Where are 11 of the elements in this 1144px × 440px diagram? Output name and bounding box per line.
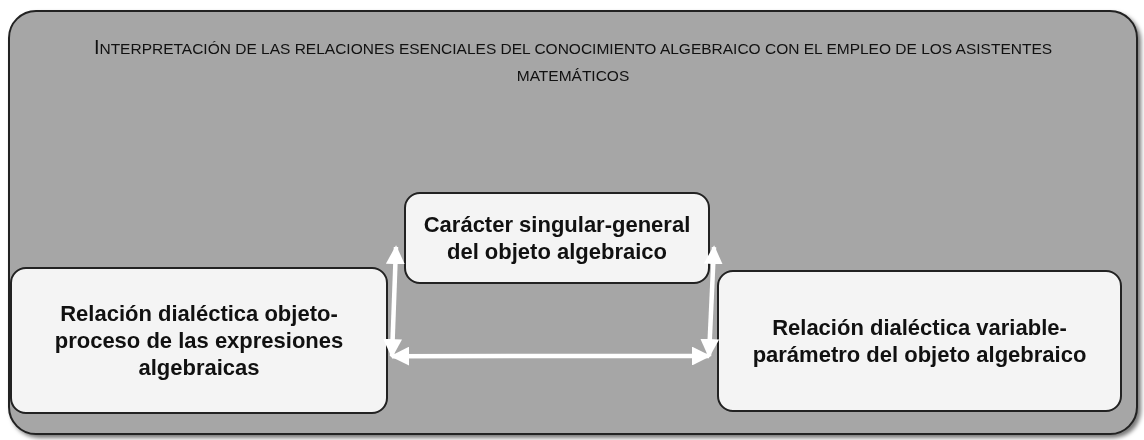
panel-background <box>8 10 1138 435</box>
box-text: Carácter singular-general del objeto algebraico <box>422 211 692 265</box>
double-arrow <box>390 346 711 366</box>
concept-box <box>404 192 710 284</box>
double-arrow <box>383 245 405 359</box>
double-arrow <box>700 245 723 358</box>
concept-box <box>717 270 1122 412</box>
box-text: Relación dialéctica variable-parámetro del objeto algebraico <box>751 314 1088 368</box>
box-text: Relación dialéctica objeto-proceso de las expresiones algebraicas <box>53 300 345 381</box>
concept-box <box>10 267 388 414</box>
panel-title: INTERPRETACIÓN DE LAS RELACIONES ESENCIALES DEL CONOCIMIENTO ALGEBRAICO CON EL EMPLEO DE LOS ASISTENTES MATEMÁTICOS <box>92 35 1054 86</box>
